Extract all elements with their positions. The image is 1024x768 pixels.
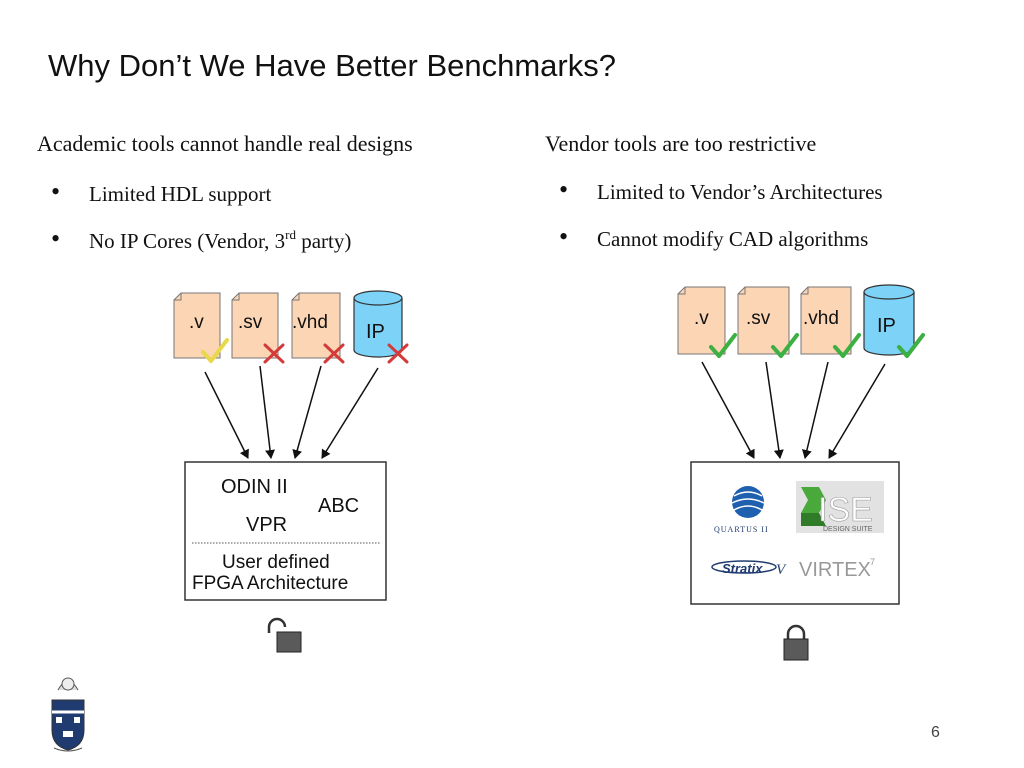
locked-lock-icon [783, 624, 809, 661]
arch-line-2: FPGA Architecture [192, 573, 348, 594]
file-doc-vhd-left: .vhd [291, 292, 341, 359]
page-number: 6 [931, 724, 940, 741]
tool-odin: ODIN II [221, 476, 288, 498]
cross-red-icon [387, 343, 409, 364]
slide-title: Why Don’t We Have Better Benchmarks? [48, 48, 616, 83]
tool-vpr: VPR [246, 514, 287, 536]
left-diagram: .v .sv .vhd IP [173, 290, 409, 653]
file-doc-vhd-right: .vhd [800, 286, 852, 355]
university-crest-icon [51, 677, 85, 752]
file-label: .vhd [292, 312, 328, 333]
right-bullet-2: •Cannot modify CAD algorithms [559, 222, 869, 252]
file-label: .vhd [803, 308, 839, 329]
ise-logo: ISE DESIGN SUITE [796, 481, 884, 533]
virtex-wordmark: VIRTEX [799, 559, 871, 581]
arch-line-1: User defined [222, 552, 330, 573]
check-green-icon [709, 333, 737, 358]
unlocked-lock-icon [267, 617, 302, 653]
file-doc-sv-left: .sv [231, 292, 279, 359]
ise-wordmark: ISE [818, 491, 873, 529]
file-label: .v [189, 312, 204, 333]
left-bullet-1: •Limited HDL support [51, 177, 272, 207]
stratix-logo: Stratix V [711, 560, 787, 578]
stratix-suffix: V [776, 562, 787, 578]
stratix-wordmark: Stratix [722, 561, 763, 576]
quartus-logo: QUARTUS II [714, 486, 769, 534]
left-bullet-2: •No IP Cores (Vendor, 3rd party) [51, 224, 352, 254]
check-yellow-icon [201, 338, 229, 363]
left-arrows [204, 365, 379, 459]
virtex-logo: VIRTEX 7 [799, 557, 875, 581]
file-doc-v-left: .v [173, 292, 221, 359]
ip-label: IP [877, 315, 896, 337]
check-green-icon [771, 333, 799, 358]
ise-subtitle: DESIGN SUITE [823, 526, 873, 533]
academic-tool-box: ODIN II ABC VPR User defined FPGA Archit… [184, 461, 387, 601]
right-arrows [701, 361, 886, 459]
file-doc-v-right: .v [677, 286, 726, 355]
quartus-wordmark: QUARTUS II [714, 525, 769, 534]
file-doc-sv-right: .sv [737, 286, 790, 355]
right-bullet-1: •Limited to Vendor’s Architectures [559, 175, 883, 205]
cross-red-icon [323, 343, 345, 364]
cross-red-icon [263, 343, 285, 364]
right-heading: Vendor tools are too restrictive [545, 131, 817, 156]
file-label: .sv [238, 312, 263, 333]
left-heading: Academic tools cannot handle real design… [37, 131, 413, 156]
file-label: .v [694, 308, 709, 329]
vendor-tool-box: QUARTUS II ISE DESIGN SUITE Stratix V VI… [690, 461, 900, 605]
bullet-dot: • [51, 177, 61, 206]
virtex-sup: 7 [870, 557, 875, 567]
file-label: .sv [746, 308, 771, 329]
ip-label: IP [366, 321, 385, 343]
bullet-dot: • [559, 175, 569, 204]
ip-cylinder-right: IP [863, 284, 915, 356]
bullet-dot: • [559, 222, 569, 251]
tool-abc: ABC [318, 495, 359, 517]
check-green-icon [897, 333, 925, 358]
left-bullet-list: •Limited HDL support •No IP Cores (Vendo… [37, 177, 352, 274]
check-green-icon [833, 333, 861, 358]
right-bullet-list: •Limited to Vendor’s Architectures •Cann… [545, 175, 883, 272]
bullet-dot: • [51, 224, 61, 253]
ip-cylinder-left: IP [353, 290, 403, 358]
right-diagram: .v .sv .vhd IP [677, 284, 925, 661]
